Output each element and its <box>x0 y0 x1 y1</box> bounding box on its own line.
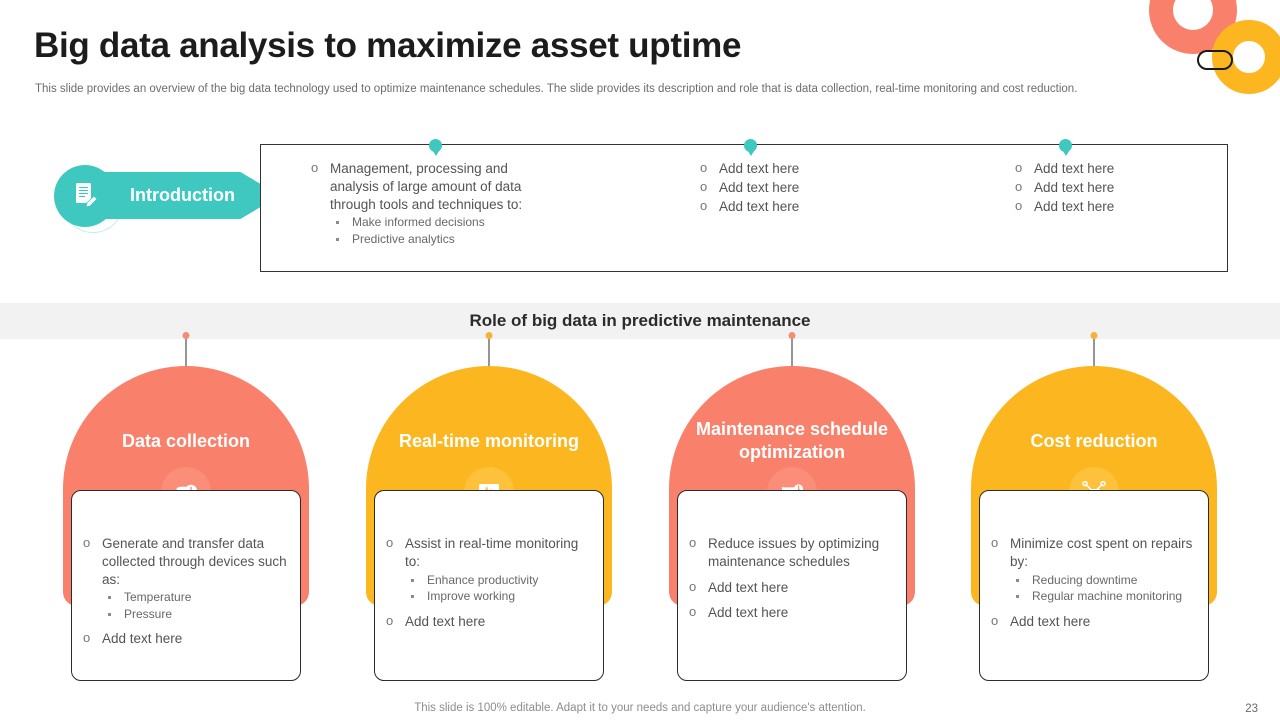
list-item: Assist in real-time monitoring to: <box>383 534 593 571</box>
list-item: Minimize cost spent on repairs by: <box>988 534 1198 571</box>
list-item: Add text here <box>1012 178 1262 197</box>
introduction-pin-1 <box>429 139 442 152</box>
list-item: Enhance productivity <box>383 572 593 589</box>
card-title: Maintenance schedule optimization <box>695 419 889 462</box>
card-bullet-list: Assist in real-time monitoring to: Enhan… <box>383 534 593 631</box>
list-item: Add text here <box>1012 159 1262 178</box>
card-stem-dot <box>1090 332 1098 339</box>
card-title: Cost reduction <box>1030 431 1158 451</box>
card-stem <box>1093 336 1095 368</box>
card-stem <box>185 336 187 368</box>
card-stem-dot <box>485 332 493 339</box>
card-body: Reduce issues by optimizing maintenance … <box>677 490 907 681</box>
introduction-arrow: Introduction <box>100 172 280 219</box>
decorative-pill-outline <box>1197 50 1233 70</box>
card-stem-dot <box>182 332 190 339</box>
introduction-column-2: Add text here Add text here Add text her… <box>697 159 947 216</box>
list-item: Add text here <box>686 578 896 597</box>
page-title: Big data analysis to maximize asset upti… <box>34 26 742 65</box>
page-subtitle: This slide provides an overview of the b… <box>35 83 1078 95</box>
introduction-pin-2 <box>744 139 757 152</box>
introduction-column-1: Management, processing and analysis of l… <box>308 159 558 248</box>
card-title: Real-time monitoring <box>398 431 579 451</box>
card-body: Generate and transfer data collected thr… <box>71 490 301 681</box>
introduction-column-3: Add text here Add text here Add text her… <box>1012 159 1262 216</box>
list-item: Reduce issues by optimizing maintenance … <box>686 534 896 571</box>
introduction-pin-3 <box>1059 139 1072 152</box>
card-body: Assist in real-time monitoring to: Enhan… <box>374 490 604 681</box>
card-real-time-monitoring[interactable]: Real-time monitoring Assist in real-time… <box>366 332 612 681</box>
list-item: Add text here <box>686 603 896 622</box>
list-item: Add text here <box>697 178 947 197</box>
document-pen-icon <box>70 179 100 214</box>
card-maintenance-schedule-optimization[interactable]: Maintenance schedule optimization Reduce… <box>669 332 915 681</box>
introduction-bullet-list-1: Management, processing and analysis of l… <box>308 159 558 248</box>
list-item: Make informed decisions <box>308 214 558 231</box>
list-item: Management, processing and analysis of l… <box>308 159 558 213</box>
card-bullet-list: Reduce issues by optimizing maintenance … <box>686 534 896 622</box>
list-item: Add text here <box>1012 197 1262 216</box>
list-item: Reducing downtime <box>988 572 1198 589</box>
introduction-bullet-list-2: Add text here Add text here Add text her… <box>697 159 947 216</box>
card-cost-reduction[interactable]: Cost reduction Minimize cost spent on re… <box>971 332 1217 681</box>
card-data-collection[interactable]: Data collection Generate and transfer da… <box>63 332 309 681</box>
section-band: Role of big data in predictive maintenan… <box>0 303 1280 339</box>
list-item: Add text here <box>80 629 290 648</box>
card-title: Data collection <box>121 431 251 451</box>
list-item: Improve working <box>383 588 593 605</box>
list-item: Add text here <box>988 612 1198 631</box>
card-stem <box>791 336 793 368</box>
card-bullet-list: Minimize cost spent on repairs by: Reduc… <box>988 534 1198 631</box>
list-item: Regular machine monitoring <box>988 588 1198 605</box>
card-dome-tip <box>1086 389 1102 402</box>
list-item: Predictive analytics <box>308 231 558 248</box>
card-dome-tip <box>784 389 800 402</box>
card-dome-tip <box>481 389 497 402</box>
list-item: Add text here <box>697 197 947 216</box>
page-number: 23 <box>1245 703 1258 715</box>
section-band-title: Role of big data in predictive maintenan… <box>469 311 811 330</box>
card-stem-dot <box>788 332 796 339</box>
card-dome-tip <box>178 389 194 402</box>
card-body: Minimize cost spent on repairs by: Reduc… <box>979 490 1209 681</box>
introduction-bullet-list-3: Add text here Add text here Add text her… <box>1012 159 1262 216</box>
list-item: Temperature <box>80 589 290 606</box>
list-item: Add text here <box>697 159 947 178</box>
list-item: Pressure <box>80 606 290 623</box>
introduction-label: Introduction <box>130 185 235 205</box>
footer-note: This slide is 100% editable. Adapt it to… <box>414 702 866 714</box>
card-bullet-list: Generate and transfer data collected thr… <box>80 534 290 648</box>
list-item: Add text here <box>383 612 593 631</box>
card-stem <box>488 336 490 368</box>
list-item: Generate and transfer data collected thr… <box>80 534 290 588</box>
